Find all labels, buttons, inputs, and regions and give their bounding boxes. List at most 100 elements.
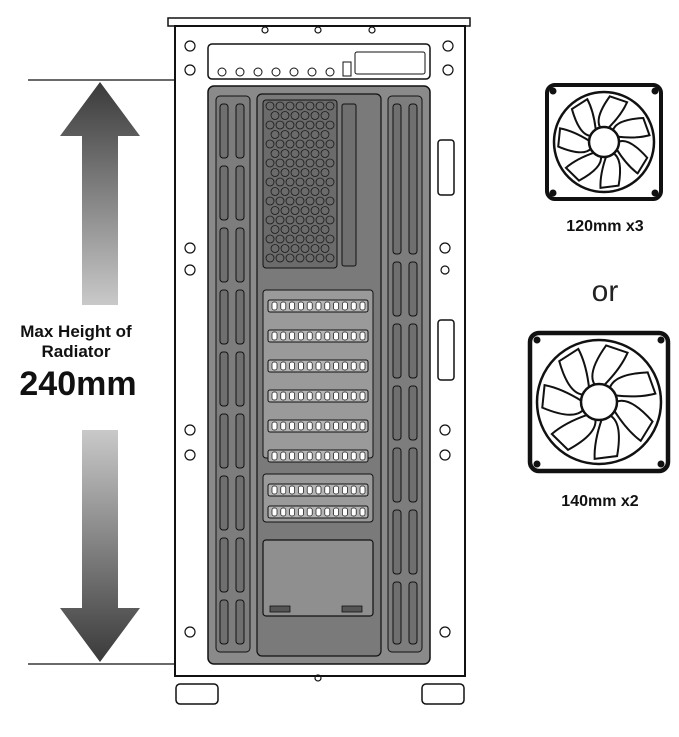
honeycomb-cell — [285, 139, 295, 149]
honeycomb-cell — [300, 111, 310, 120]
honeycomb-cell — [305, 196, 315, 206]
honeycomb-cell — [285, 234, 295, 244]
psu-foot-left — [269, 605, 291, 613]
honeycomb-cell — [265, 253, 275, 263]
honeycomb-cell — [295, 120, 305, 130]
honeycomb-cell — [275, 234, 285, 244]
honeycomb-cell — [295, 234, 305, 244]
fan-140mm-icon — [527, 330, 671, 474]
case-foot-left — [175, 683, 219, 705]
honeycomb-cell — [295, 253, 305, 263]
honeycomb-cell — [270, 244, 280, 253]
honeycomb-cell — [290, 149, 300, 158]
honeycomb-cell — [275, 139, 285, 149]
honeycomb-cell — [265, 139, 275, 149]
honeycomb-cell — [305, 177, 315, 187]
slot-cover — [267, 483, 369, 497]
honeycomb-cell — [310, 244, 320, 253]
honeycomb-cell — [310, 168, 320, 177]
honeycomb-cell — [320, 244, 330, 253]
honeycomb-cell — [285, 177, 295, 187]
honeycomb-cell — [280, 168, 290, 177]
side-handle-top — [437, 139, 455, 196]
honeycomb-cell — [295, 139, 305, 149]
honeycomb-cell — [305, 215, 315, 225]
honeycomb-cell — [300, 187, 310, 196]
fan-blade — [597, 95, 629, 130]
top-io-window — [207, 43, 431, 80]
honeycomb-cell — [295, 215, 305, 225]
honeycomb-cell — [320, 111, 330, 120]
honeycomb-cell — [265, 158, 275, 168]
fan-140-label: 140mm x2 — [561, 493, 639, 510]
honeycomb-cell — [315, 158, 325, 168]
slot-cover — [267, 419, 369, 433]
honeycomb-cell — [280, 225, 290, 234]
down-arrow-icon — [60, 430, 140, 662]
honeycomb-cell — [295, 196, 305, 206]
honeycomb-cell — [300, 244, 310, 253]
honeycomb-cell — [310, 206, 320, 215]
honeycomb-cell — [305, 158, 315, 168]
honeycomb-cell — [300, 225, 310, 234]
io-bracket-slot — [341, 103, 357, 267]
honeycomb-cell — [320, 168, 330, 177]
pc-case-back-view — [167, 17, 471, 705]
honeycomb-cell — [270, 168, 280, 177]
honeycomb-cell — [315, 196, 325, 206]
honeycomb-cell — [325, 120, 335, 130]
honeycomb-cell — [320, 130, 330, 139]
honeycomb-cell — [325, 215, 335, 225]
honeycomb-cell — [270, 187, 280, 196]
honeycomb-cell — [270, 149, 280, 158]
fan-blade — [593, 414, 620, 460]
honeycomb-cell — [305, 139, 315, 149]
honeycomb-pattern — [265, 101, 335, 263]
honeycomb-cell — [275, 158, 285, 168]
side-handle-bottom — [437, 319, 455, 381]
right-vent-column — [387, 95, 423, 653]
honeycomb-cell — [325, 177, 335, 187]
honeycomb-cell — [325, 196, 335, 206]
honeycomb-cell — [280, 130, 290, 139]
honeycomb-cell — [285, 158, 295, 168]
top-io-ports — [217, 51, 426, 77]
honeycomb-cell — [325, 139, 335, 149]
fan-blade — [558, 347, 591, 396]
honeycomb-cell — [325, 253, 335, 263]
honeycomb-cell — [300, 130, 310, 139]
honeycomb-cell — [280, 111, 290, 120]
honeycomb-cell — [280, 149, 290, 158]
honeycomb-cell — [325, 101, 335, 111]
honeycomb-cell — [320, 225, 330, 234]
honeycomb-cell — [315, 253, 325, 263]
honeycomb-cell — [290, 168, 300, 177]
honeycomb-cell — [310, 111, 320, 120]
fan-blade — [599, 151, 622, 189]
fan-blade — [591, 344, 629, 387]
honeycomb-cell — [305, 120, 315, 130]
honeycomb-cell — [305, 101, 315, 111]
honeycomb-cell — [265, 196, 275, 206]
honeycomb-cell — [280, 187, 290, 196]
honeycomb-cell — [290, 206, 300, 215]
honeycomb-cell — [275, 253, 285, 263]
slot-cover — [267, 449, 369, 463]
fan-blade — [611, 117, 651, 139]
honeycomb-cell — [275, 101, 285, 111]
slot-cover — [267, 505, 369, 519]
honeycomb-cell — [325, 234, 335, 244]
honeycomb-cell — [275, 196, 285, 206]
honeycomb-cell — [285, 101, 295, 111]
fan-blade — [612, 399, 654, 443]
honeycomb-cell — [270, 111, 280, 120]
up-arrow-icon — [60, 82, 140, 305]
fan-blade — [564, 151, 603, 182]
honeycomb-cell — [295, 177, 305, 187]
honeycomb-cell — [280, 206, 290, 215]
slot-cover — [267, 359, 369, 373]
honeycomb-cell — [325, 158, 335, 168]
psu-bay — [262, 539, 374, 617]
frame-screw-holes — [184, 26, 454, 682]
